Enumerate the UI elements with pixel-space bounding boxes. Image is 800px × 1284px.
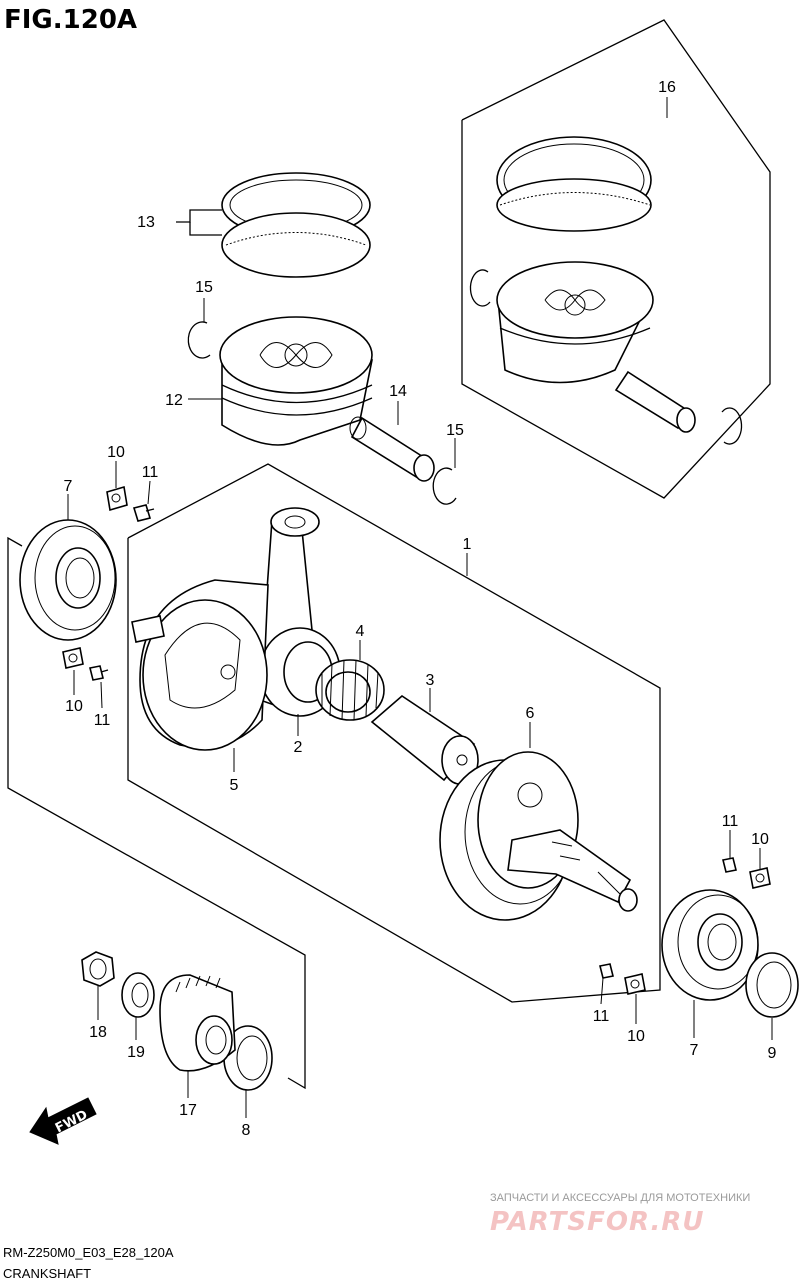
piston-set-piston <box>496 261 654 384</box>
crank-washer <box>121 972 155 1018</box>
piston <box>219 316 373 446</box>
callout-10-lower-left: 10 <box>65 698 83 715</box>
callout-17: 17 <box>179 1102 197 1119</box>
bearing-retainer-right-lower <box>599 963 646 995</box>
piston-pin <box>349 416 435 482</box>
circlip-lower <box>432 467 457 505</box>
model-code: RM-Z250M0_E03_E28_120A <box>3 1245 174 1260</box>
piston-set-rings <box>496 136 652 232</box>
oil-seal-right <box>745 952 799 1018</box>
callout-6: 6 <box>526 705 535 722</box>
callout-3: 3 <box>426 672 435 689</box>
crank-pin <box>370 694 479 785</box>
piston-set-box <box>461 19 771 499</box>
leader-lines <box>67 97 773 1118</box>
callout-11-lower-left: 11 <box>94 712 111 729</box>
crank-web-left <box>131 579 269 751</box>
callout-14: 14 <box>389 383 407 400</box>
callout-11-upper-left: 11 <box>142 464 159 481</box>
crank-pin-bearing <box>315 659 385 721</box>
callout-7-left: 7 <box>64 478 73 495</box>
callout-11-upper-right: 11 <box>722 813 739 830</box>
bearing-right <box>661 889 759 1001</box>
piston-rings <box>176 172 371 278</box>
circlip-upper <box>187 321 211 359</box>
primary-gear <box>159 974 236 1072</box>
piston-set-pin <box>614 370 696 433</box>
callout-11-lower-right: 11 <box>593 1008 610 1025</box>
crank-nut <box>81 951 115 987</box>
callout-15-upper: 15 <box>195 279 213 296</box>
callout-10-upper-left: 10 <box>107 444 125 461</box>
forward-arrow-icon: FWD <box>29 1097 97 1145</box>
callout-2: 2 <box>294 739 303 756</box>
callout-18: 18 <box>89 1024 107 1041</box>
callout-9: 9 <box>768 1045 777 1062</box>
callout-5: 5 <box>230 777 239 794</box>
crank-web-right <box>439 751 638 921</box>
callout-1: 1 <box>463 536 472 553</box>
crankshaft-box <box>127 463 661 1003</box>
figure-title: FIG.120A <box>4 5 137 35</box>
crankshaft-side-box <box>7 536 306 1090</box>
callout-10-lower-right: 10 <box>627 1028 645 1045</box>
callout-12: 12 <box>165 392 183 409</box>
watermark-tagline: ЗАПЧАСТИ И АКСЕССУАРЫ ДЛЯ МОТОТЕХНИКИ <box>490 1192 750 1204</box>
callout-10-upper-right: 10 <box>751 831 769 848</box>
bearing-left <box>19 519 117 641</box>
callout-19: 19 <box>127 1044 145 1061</box>
bearing-retainer-upper <box>106 485 155 522</box>
section-name: CRANKSHAFT <box>3 1266 91 1281</box>
watermark-brand: PARTSFOR.RU <box>490 1207 704 1237</box>
callout-16: 16 <box>658 79 676 96</box>
callout-4: 4 <box>356 623 365 640</box>
callout-15-lower: 15 <box>446 422 464 439</box>
piston-set-clips <box>469 269 743 445</box>
callout-13: 13 <box>137 214 155 231</box>
bearing-retainer-right-upper <box>722 857 771 889</box>
callout-8: 8 <box>242 1122 251 1139</box>
callout-7-right: 7 <box>690 1042 699 1059</box>
bearing-retainer-lower <box>62 647 109 681</box>
